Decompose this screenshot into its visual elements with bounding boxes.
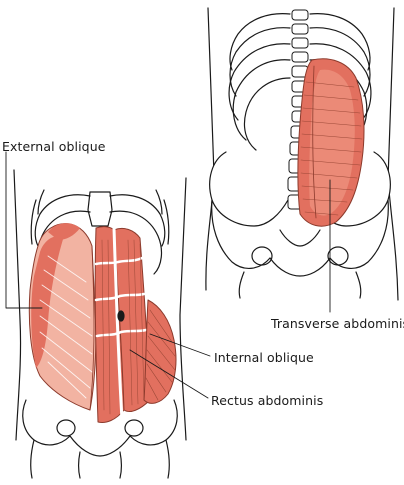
leader-line-internal-oblique (149, 333, 211, 357)
leader-lines (5, 151, 331, 399)
external-oblique-muscle (28, 223, 97, 411)
leader-line-rectus-abdominis (129, 349, 209, 399)
left-pelvis (22, 399, 178, 479)
label-rectus-abdominis: Rectus abdominis (211, 393, 324, 408)
rectus-abdominis-muscle (94, 226, 151, 423)
label-internal-oblique: Internal oblique (214, 350, 314, 365)
left-figure-skeleton (13, 169, 187, 479)
internal-oblique-muscle (143, 299, 177, 404)
label-external-oblique: External oblique (2, 139, 106, 154)
label-transverse-abdominis: Transverse abdominis (271, 316, 404, 331)
transverse-abdominis-muscle (297, 58, 365, 227)
leader-line-external-oblique (5, 151, 43, 309)
